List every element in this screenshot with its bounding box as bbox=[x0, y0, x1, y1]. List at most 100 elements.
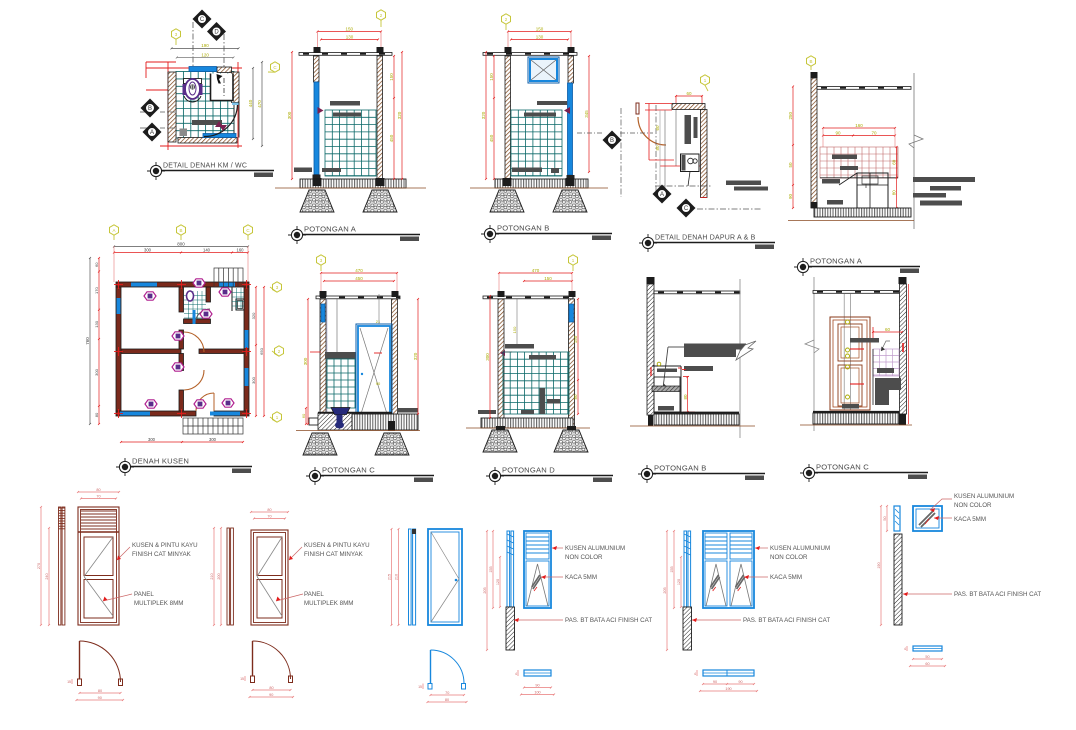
svg-text:C: C bbox=[273, 65, 277, 70]
svg-text:130: 130 bbox=[346, 34, 354, 39]
svg-text:300: 300 bbox=[287, 111, 292, 119]
svg-text:PAS. BT BATA ACI FINISH CAT: PAS. BT BATA ACI FINISH CAT bbox=[954, 591, 1041, 598]
svg-text:50: 50 bbox=[925, 655, 929, 659]
svg-text:4: 4 bbox=[694, 672, 696, 676]
svg-text:160: 160 bbox=[237, 247, 245, 252]
svg-text:4: 4 bbox=[515, 672, 517, 676]
svg-text:190: 190 bbox=[877, 562, 881, 568]
svg-text:KACA 5MM: KACA 5MM bbox=[954, 516, 986, 523]
svg-text:80: 80 bbox=[269, 686, 273, 690]
svg-text:150: 150 bbox=[512, 326, 517, 333]
svg-text:B: B bbox=[179, 228, 182, 233]
svg-text:15: 15 bbox=[67, 680, 71, 684]
svg-text:60: 60 bbox=[301, 413, 306, 418]
svg-text:130: 130 bbox=[536, 34, 544, 39]
svg-text:NON COLOR: NON COLOR bbox=[954, 502, 992, 509]
svg-text:760: 760 bbox=[85, 337, 90, 345]
svg-text:80: 80 bbox=[267, 508, 271, 512]
svg-text:205: 205 bbox=[483, 587, 487, 593]
svg-text:C: C bbox=[246, 228, 250, 233]
svg-text:90: 90 bbox=[269, 693, 273, 697]
svg-text:300: 300 bbox=[209, 437, 217, 442]
svg-text:POTONGAN C: POTONGAN C bbox=[322, 466, 375, 475]
svg-text:POTONGAN A: POTONGAN A bbox=[304, 225, 357, 234]
svg-text:KUSEN ALUMUNIUM: KUSEN ALUMUNIUM bbox=[565, 545, 625, 552]
svg-text:60: 60 bbox=[885, 327, 891, 332]
svg-text:60: 60 bbox=[925, 662, 929, 666]
svg-text:60: 60 bbox=[94, 262, 99, 267]
svg-text:D: D bbox=[214, 30, 219, 36]
svg-text:450: 450 bbox=[489, 134, 494, 142]
svg-text:NON COLOR: NON COLOR bbox=[770, 554, 808, 561]
svg-text:3: 3 bbox=[175, 32, 178, 37]
svg-text:2: 2 bbox=[278, 349, 281, 354]
svg-text:170: 170 bbox=[94, 286, 99, 293]
svg-text:90: 90 bbox=[788, 194, 793, 200]
svg-text:240: 240 bbox=[45, 573, 49, 579]
svg-text:450: 450 bbox=[389, 134, 394, 142]
svg-text:160: 160 bbox=[855, 123, 863, 128]
svg-text:70: 70 bbox=[445, 691, 449, 695]
svg-text:50: 50 bbox=[883, 516, 887, 520]
svg-text:300: 300 bbox=[303, 357, 308, 365]
svg-text:KUSEN & PINTU KAYU: KUSEN & PINTU KAYU bbox=[132, 542, 198, 549]
svg-text:155: 155 bbox=[489, 566, 493, 572]
svg-text:300: 300 bbox=[485, 353, 490, 361]
svg-text:60: 60 bbox=[891, 159, 896, 165]
svg-text:90: 90 bbox=[835, 130, 841, 135]
svg-text:FINISH CAT MINYAK: FINISH CAT MINYAK bbox=[132, 551, 192, 558]
svg-text:PANEL: PANEL bbox=[304, 591, 324, 598]
svg-text:3: 3 bbox=[276, 285, 279, 290]
svg-text:KUSEN ALUMUNIUM: KUSEN ALUMUNIUM bbox=[770, 545, 830, 552]
svg-text:POTONGAN A: POTONGAN A bbox=[810, 257, 863, 266]
svg-text:80: 80 bbox=[573, 394, 578, 400]
svg-text:470: 470 bbox=[257, 100, 262, 108]
svg-text:210: 210 bbox=[394, 574, 398, 580]
svg-text:270: 270 bbox=[37, 563, 41, 569]
svg-text:KUSEN & PINTU KAYU: KUSEN & PINTU KAYU bbox=[304, 542, 370, 549]
svg-text:150: 150 bbox=[573, 335, 578, 343]
svg-text:70: 70 bbox=[871, 130, 877, 135]
svg-text:320: 320 bbox=[251, 312, 256, 319]
svg-text:90: 90 bbox=[98, 696, 102, 700]
svg-text:KACA 5MM: KACA 5MM bbox=[770, 574, 802, 581]
svg-text:150: 150 bbox=[544, 276, 552, 281]
svg-text:120: 120 bbox=[677, 579, 681, 585]
svg-text:DENAH KUSEN: DENAH KUSEN bbox=[132, 457, 189, 466]
svg-text:POTONGAN B: POTONGAN B bbox=[497, 224, 550, 233]
svg-text:POTONGAN B: POTONGAN B bbox=[654, 464, 707, 473]
svg-text:15: 15 bbox=[240, 677, 244, 681]
svg-text:4: 4 bbox=[904, 647, 906, 651]
svg-text:150: 150 bbox=[389, 73, 394, 81]
svg-text:440: 440 bbox=[248, 99, 253, 107]
svg-text:C: C bbox=[200, 17, 205, 23]
svg-text:1: 1 bbox=[572, 258, 575, 263]
svg-text:80: 80 bbox=[891, 190, 896, 196]
svg-text:21: 21 bbox=[376, 319, 381, 324]
svg-text:50: 50 bbox=[788, 162, 793, 168]
svg-text:190: 190 bbox=[725, 687, 731, 691]
svg-text:C: C bbox=[684, 206, 689, 212]
svg-text:POTONGAN D: POTONGAN D bbox=[502, 466, 555, 475]
svg-text:KUSEN ALUMUNIUM: KUSEN ALUMUNIUM bbox=[954, 493, 1014, 500]
svg-text:MULTIPLEK 8MM: MULTIPLEK 8MM bbox=[304, 600, 353, 607]
svg-text:60: 60 bbox=[686, 91, 692, 96]
svg-text:320: 320 bbox=[413, 352, 418, 360]
svg-text:300: 300 bbox=[251, 376, 256, 383]
svg-text:90: 90 bbox=[738, 680, 742, 684]
svg-text:90: 90 bbox=[713, 680, 717, 684]
svg-text:70: 70 bbox=[267, 514, 271, 518]
svg-text:120: 120 bbox=[201, 52, 209, 57]
svg-text:300: 300 bbox=[94, 368, 99, 375]
svg-text:155: 155 bbox=[670, 566, 674, 572]
svg-text:B: B bbox=[148, 106, 152, 112]
svg-text:DETAIL DENAH DAPUR A & B: DETAIL DENAH DAPUR A & B bbox=[655, 235, 756, 242]
svg-text:80: 80 bbox=[98, 689, 102, 693]
svg-text:200: 200 bbox=[217, 573, 221, 579]
svg-text:FINISH CAT MINYAK: FINISH CAT MINYAK bbox=[304, 551, 364, 558]
svg-text:320: 320 bbox=[481, 111, 486, 119]
svg-text:PAS. BT BATA ACI FINISH CAT: PAS. BT BATA ACI FINISH CAT bbox=[743, 617, 830, 624]
svg-text:320: 320 bbox=[397, 111, 402, 119]
svg-text:250: 250 bbox=[788, 112, 793, 120]
svg-text:650: 650 bbox=[259, 347, 264, 354]
